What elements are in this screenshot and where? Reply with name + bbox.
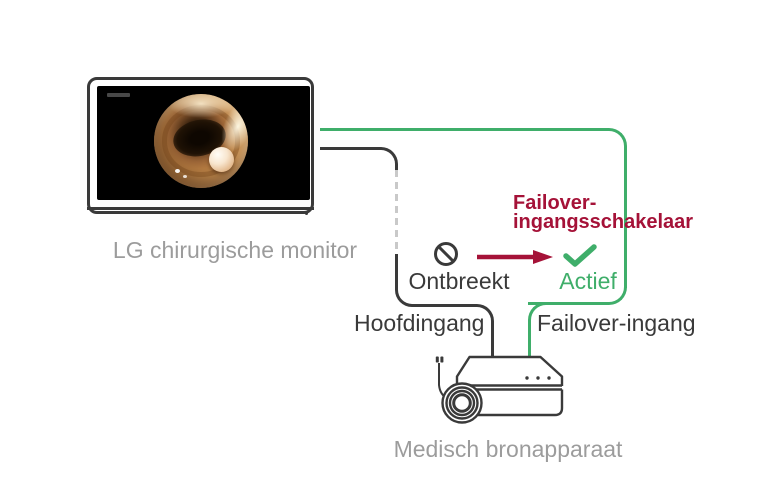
monitor-power-dot [305,212,308,215]
arrow-right-icon [477,250,553,264]
endoscopy-glint [183,174,188,178]
failover-cable-bottom-corner [528,258,627,305]
missing-state-label: Ontbreekt [408,268,510,294]
failover-cable-drop [528,302,562,358]
medical-source-device-icon [435,355,564,424]
no-entry-icon [434,242,458,266]
endoscopy-polyp [208,146,234,172]
checkmark-icon [563,244,597,267]
main-cable-missing-dashed [395,170,398,258]
failover-input-label: Failover-ingang [537,310,696,336]
endoscopy-highlight-top [167,94,235,119]
failover-cable-top [320,128,627,288]
monitor-bezel-line [87,207,314,210]
endoscopy-image [154,94,248,188]
active-state-label: Actief [559,268,617,294]
surgical-monitor [87,77,314,215]
endoscopy-glint [174,169,180,174]
main-input-label: Hoofdingang [354,310,485,336]
monitor-label: LG chirurgische monitor [112,237,358,263]
main-cable-drop [451,304,494,358]
source-device-label: Medisch bronapparaat [393,436,623,462]
failover-switch-title-line1: Failover- [513,192,597,214]
monitor-screen [97,86,310,200]
failover-switch-title-line2: ingangsschakelaar [513,211,694,233]
main-cable-top [320,147,398,174]
main-cable-bottom-corner [395,254,452,307]
screen-osd-text [107,93,130,97]
failover-switch-title: Failover- ingangsschakelaar [402,192,693,232]
